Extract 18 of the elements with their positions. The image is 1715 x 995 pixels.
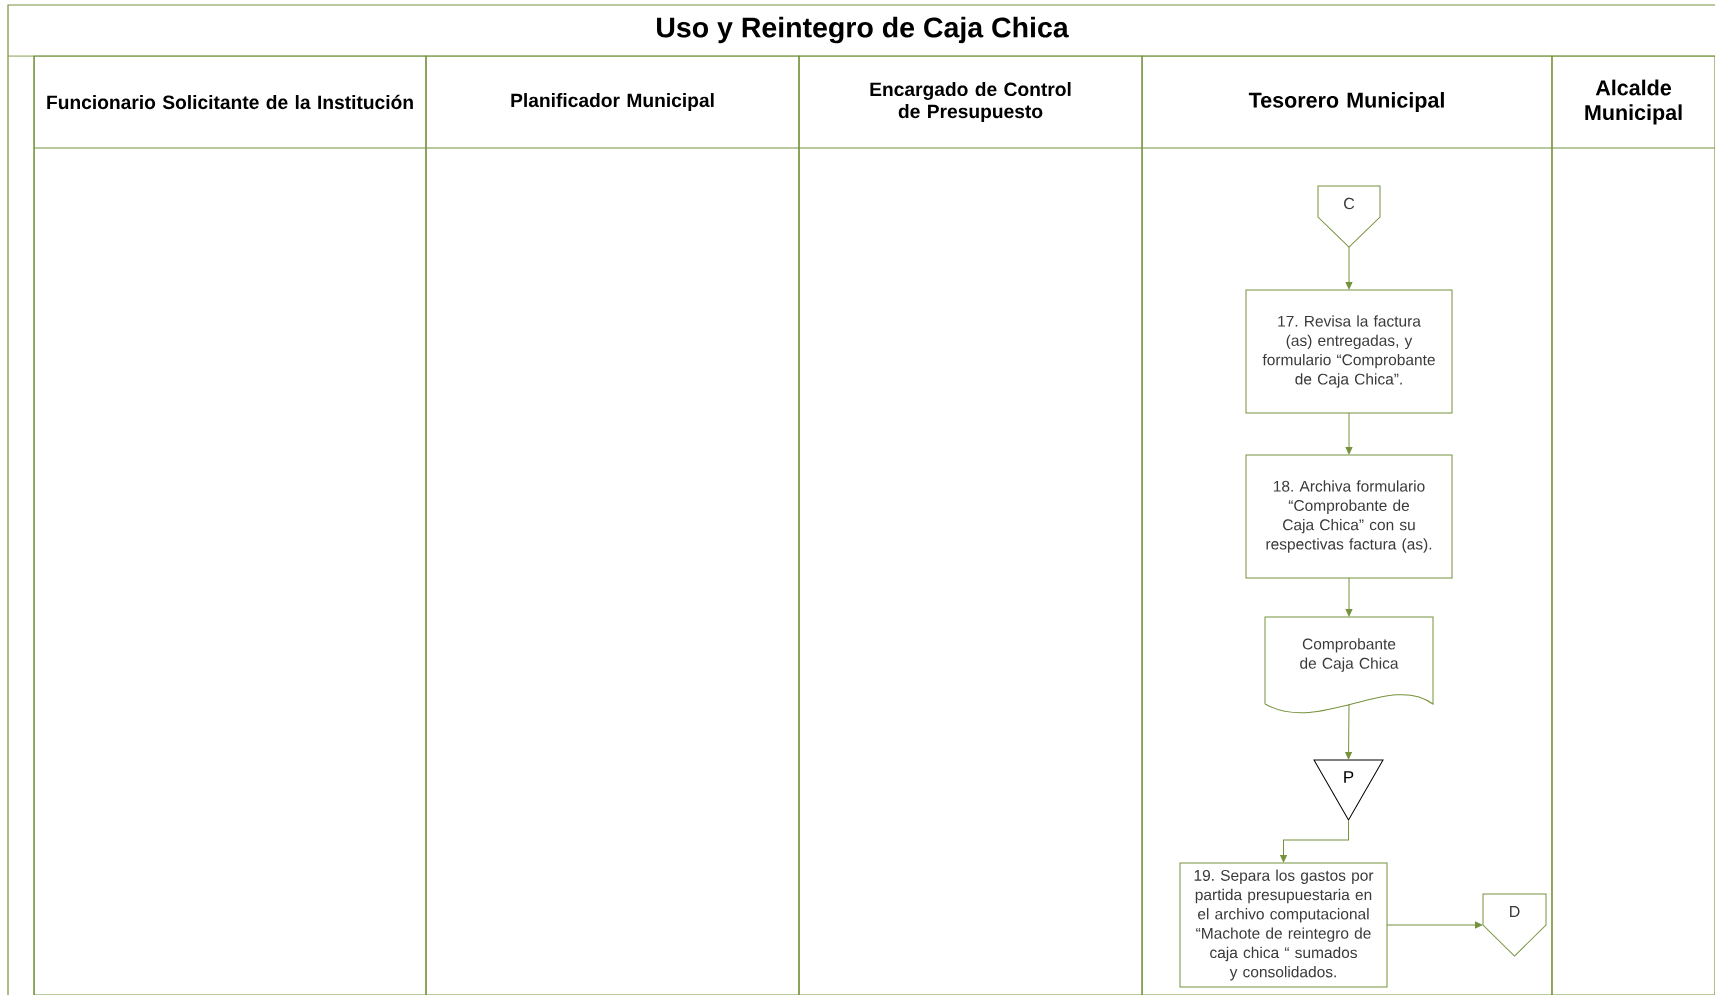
arrow: [1345, 703, 1352, 760]
title: Uso y Reintegro de Caja Chica: [657, 16, 1069, 44]
swimlane: Planificador Municipal: [425, 55, 800, 995]
off-page-connector: C: [1317, 185, 1381, 248]
storage-triangle: P: [1313, 759, 1384, 821]
off-page-connector: D: [1482, 893, 1547, 957]
swimlane: Alcalde Municipal: [1551, 55, 1715, 995]
swimlane: Encargado de Control de Presupuesto: [798, 55, 1143, 995]
document-shape: Comprobante de Caja Chica: [1264, 616, 1434, 714]
arrow: [1280, 819, 1349, 863]
process-box: 18. Archiva formulario “Comprobante de Caja Chica” con su respectivas factura (as).: [1245, 454, 1453, 579]
swimlane: Funcionario Solicitante de la Institución: [33, 55, 427, 995]
arrow: [1345, 412, 1353, 455]
arrow: [1386, 921, 1483, 929]
arrow: [1345, 577, 1353, 617]
process-box: 19. Separa los gastos por partida presupuestaria en el archivo computacional “Machote de reintegro de caja chica “ sumados y consolidados.: [1179, 862, 1388, 988]
process-box: 17. Revisa la factura (as) entregadas, y formulario “Comprobante de Caja Chica”.: [1245, 289, 1453, 414]
arrow: [1345, 246, 1353, 290]
